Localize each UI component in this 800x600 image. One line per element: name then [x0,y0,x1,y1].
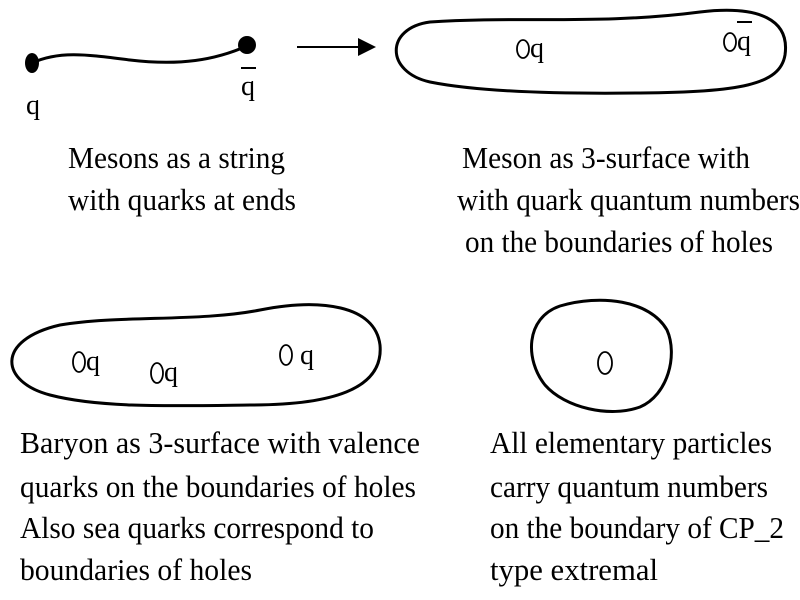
antiquark-label: q [737,26,751,57]
caption-line: boundaries of holes [20,552,252,587]
antiquark-label: q [241,71,255,102]
hole-icon [72,351,86,373]
caption-line: carry quantum numbers [490,469,768,504]
quark-label: q [86,346,100,377]
string-line [31,44,248,65]
hole-icon [279,344,293,366]
meson-surface-outline [394,8,788,95]
caption-line: type extremal [490,552,658,587]
string-meson: q q Mesons as a string with quarks at en… [25,36,296,217]
hole-icon [516,39,530,59]
caption-line: with quark quantum numbers [457,182,800,217]
hole-icon [597,351,613,375]
caption-line: All elementary particles [490,425,772,460]
quark-label: q [530,33,544,64]
caption-line: Also sea quarks correspond to [20,510,374,545]
surface-meson: q q Meson as 3-surface with with quark q… [394,8,800,259]
caption-line: Meson as 3-surface with [462,140,750,175]
quark-label: q [164,357,178,388]
quark-endpoint [25,53,39,73]
caption-line: Mesons as a string [68,140,285,175]
arrow [297,38,376,56]
caption-line: Baryon as 3-surface with valence [20,425,420,460]
quark-label: q [26,90,40,121]
baryon: q q q Baryon as 3-surface with valence q… [10,303,420,587]
caption-line: quarks on the boundaries of holes [20,469,416,504]
elementary-particle: All elementary particles carry quantum n… [490,298,784,587]
caption-line: on the boundary of CP_2 [490,510,784,545]
baryon-surface-outline [10,303,382,408]
caption-line: on the boundaries of holes [465,224,773,259]
cp2-extremal-outline [530,298,673,413]
antiquark-endpoint [238,36,256,54]
hole-icon [723,32,737,52]
caption-line: with quarks at ends [68,182,296,217]
hole-icon [150,362,164,384]
quark-label: q [300,340,314,371]
